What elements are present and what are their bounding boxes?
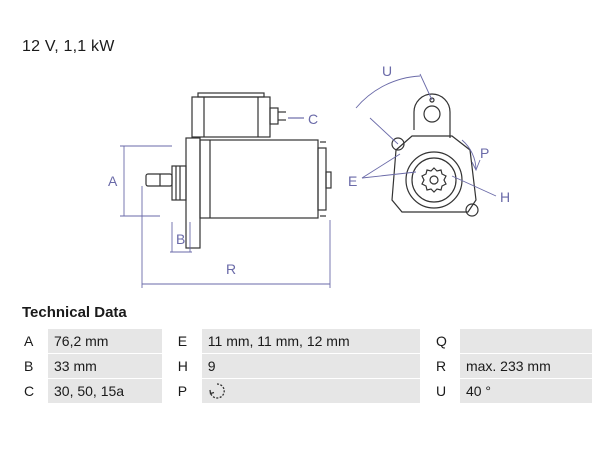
pinion-gear <box>421 167 447 193</box>
spec-key: C <box>22 378 48 404</box>
solenoid-cap <box>197 92 265 98</box>
spec-key: P <box>168 378 202 404</box>
rotation-arc-p <box>461 139 477 171</box>
label-b: B <box>176 231 185 247</box>
spec-value <box>201 378 434 404</box>
label-a: A <box>108 173 118 189</box>
spec-key: B <box>22 353 48 379</box>
label-e: E <box>348 173 357 189</box>
pinion-housing <box>171 165 187 201</box>
label-p: P <box>480 145 489 161</box>
spec-key: R <box>426 353 460 379</box>
drive-shaft <box>145 173 173 187</box>
rotation-clockwise-icon <box>209 383 225 399</box>
spec-key: H <box>168 353 202 379</box>
flange-outline <box>391 135 477 213</box>
top-lug <box>413 93 451 138</box>
spec-value: 30, 50, 15a <box>48 378 176 404</box>
mounting-hole-left <box>391 137 405 151</box>
spec-value: 33 mm <box>48 353 176 379</box>
motor-housing <box>199 139 319 219</box>
angle-arc-u <box>355 75 421 109</box>
spec-key: U <box>426 378 460 404</box>
spec-value: 76,2 mm <box>48 328 176 354</box>
spec-key: Q <box>426 328 460 354</box>
spec-key: A <box>22 328 48 354</box>
technical-data-table: A 76,2 mm E 11 mm, 11 mm, 12 mm Q B 33 m… <box>22 328 592 404</box>
spec-value: 40 ° <box>459 378 592 404</box>
technical-data-title: Technical Data <box>22 304 127 321</box>
spec-value: 9 <box>201 353 434 379</box>
front-annotations <box>355 73 497 197</box>
technical-drawing: A B C R U P E H <box>108 63 510 288</box>
spec-key: E <box>168 328 202 354</box>
side-view <box>145 92 332 249</box>
mounting-flange <box>185 137 201 249</box>
side-dimensions <box>120 145 331 288</box>
label-h: H <box>500 189 510 205</box>
label-c: C <box>308 111 318 127</box>
label-r: R <box>226 261 236 277</box>
table-row: A 76,2 mm E 11 mm, 11 mm, 12 mm Q <box>22 328 592 354</box>
product-headline: 12 V, 1,1 kW <box>22 38 115 55</box>
front-view <box>391 93 479 217</box>
spec-value: 11 mm, 11 mm, 12 mm <box>201 328 434 354</box>
table-row: C 30, 50, 15a P U 40 ° <box>22 378 592 404</box>
spec-value <box>459 328 592 354</box>
table-row: B 33 mm H 9 R max. 233 mm <box>22 353 592 379</box>
label-u: U <box>382 63 392 79</box>
mounting-hole-right <box>465 203 479 217</box>
spec-value: max. 233 mm <box>459 353 592 379</box>
